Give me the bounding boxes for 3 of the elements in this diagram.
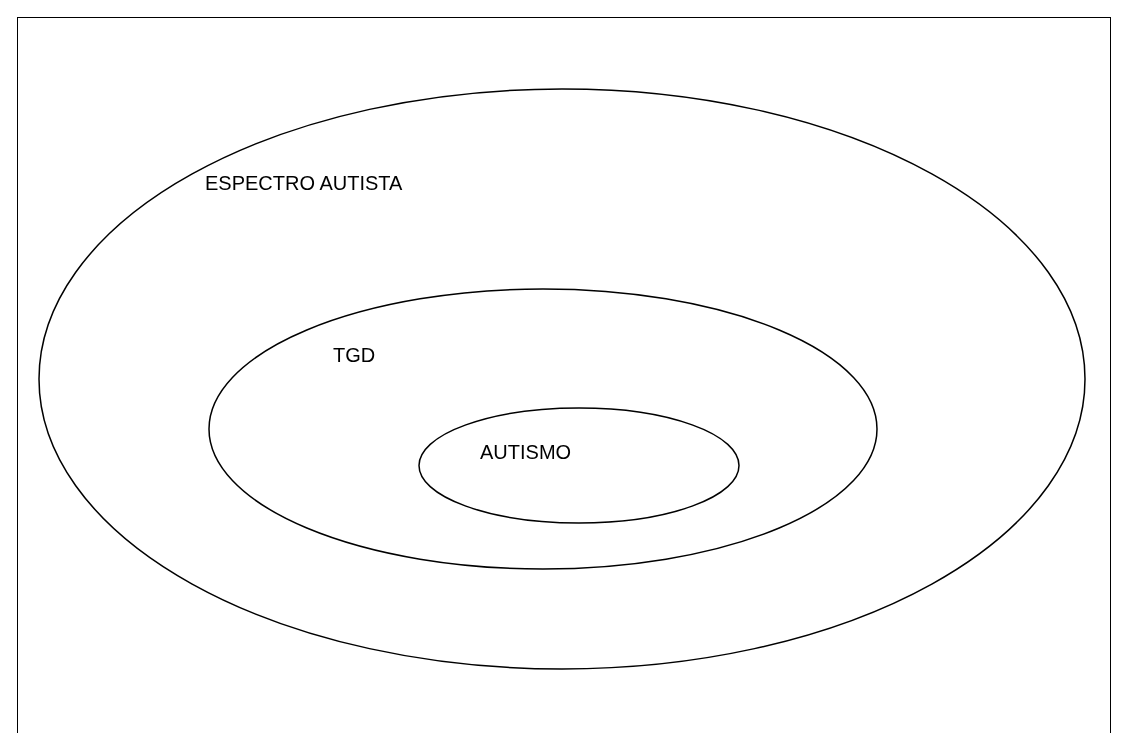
region-label: TGD	[333, 345, 376, 365]
region-label: ESPECTRO AUTISTA	[205, 173, 403, 193]
region-label: AUTISMO	[480, 442, 572, 462]
